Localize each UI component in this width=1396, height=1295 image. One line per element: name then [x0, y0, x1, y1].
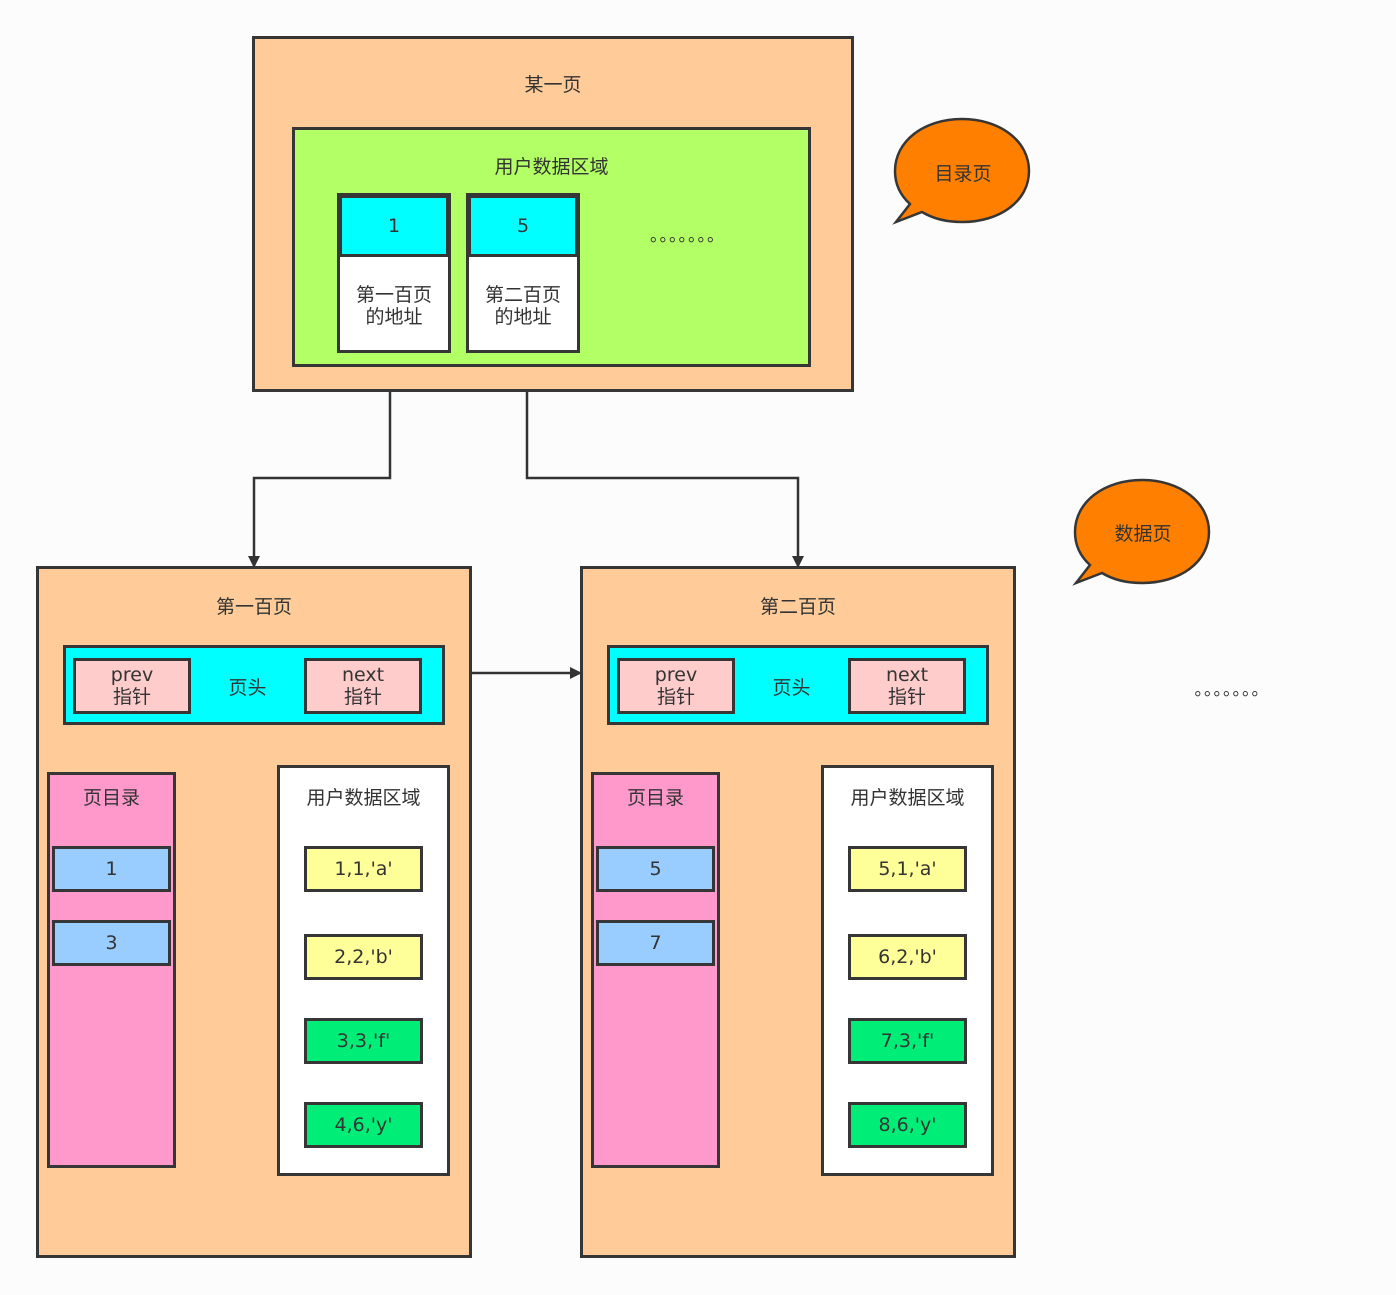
page-200-header-label: 页头: [772, 677, 811, 699]
page-200-user-data-area-title: 用户数据区域: [850, 787, 965, 809]
data-page-200-title: 第二百页: [759, 596, 836, 618]
index-record-5-address: 第二百页 的地址: [466, 284, 580, 328]
index-record-1-address: 第一百页 的地址: [337, 284, 451, 328]
index-page-title: 某一页: [524, 74, 582, 96]
page-100-slot-1: 1: [52, 846, 171, 892]
data-page-bubble-label: 数据页: [1114, 523, 1172, 545]
page-200-next-pointer: next 指针: [848, 658, 966, 714]
arrow-index-to-page-100: [248, 389, 392, 568]
page-100-prev-pointer: prev 指针: [73, 658, 191, 714]
page-100-row-1: 1,1,'a': [304, 846, 423, 892]
page-100-directory-title: 页目录: [82, 787, 140, 809]
index-record-1-key: 1: [339, 195, 449, 257]
index-user-data-area-title: 用户数据区域: [494, 156, 609, 178]
data-page-100-title: 第一百页: [215, 596, 292, 618]
page-200-directory-title: 页目录: [626, 787, 684, 809]
page-200-prev-pointer-text: prev 指针: [654, 664, 698, 708]
page-200-slot-5: 5: [596, 846, 715, 892]
page-200-next-pointer-text: next 指针: [885, 664, 929, 708]
page-100-header-label: 页头: [228, 677, 267, 699]
page-100-directory: [47, 772, 176, 1168]
page-200-slot-7: 7: [596, 920, 715, 966]
page-200-directory: [591, 772, 720, 1168]
index-record-1-address-text: 第一百页 的地址: [355, 284, 432, 328]
page-200-row-3: 7,3,'f': [848, 1018, 967, 1064]
directory-page-bubble: [892, 117, 1031, 225]
page-200-row-4: 8,6,'y': [848, 1102, 967, 1148]
page-200-row-2: 6,2,'b': [848, 934, 967, 980]
page-100-next-pointer-text: next 指针: [341, 664, 385, 708]
page-100-user-data-area-title: 用户数据区域: [306, 787, 421, 809]
directory-page-bubble-label: 目录页: [934, 163, 992, 185]
page-100-row-4: 4,6,'y': [304, 1102, 423, 1148]
data-page-bubble: [1072, 478, 1211, 586]
page-100-row-2: 2,2,'b': [304, 934, 423, 980]
page-100-slot-3: 3: [52, 920, 171, 966]
index-record-5-address-text: 第二百页 的地址: [484, 284, 561, 328]
index-record-5-key: 5: [468, 195, 578, 257]
index-ellipsis: 。。。。。。。: [650, 226, 725, 246]
more-pages-ellipsis: 。。。。。。。: [1194, 680, 1270, 700]
arrow-index-to-page-200: [525, 389, 804, 568]
page-100-next-pointer: next 指针: [304, 658, 422, 714]
page-100-prev-pointer-text: prev 指针: [110, 664, 154, 708]
page-200-prev-pointer: prev 指针: [617, 658, 735, 714]
page-100-row-3: 3,3,'f': [304, 1018, 423, 1064]
page-200-row-1: 5,1,'a': [848, 846, 967, 892]
